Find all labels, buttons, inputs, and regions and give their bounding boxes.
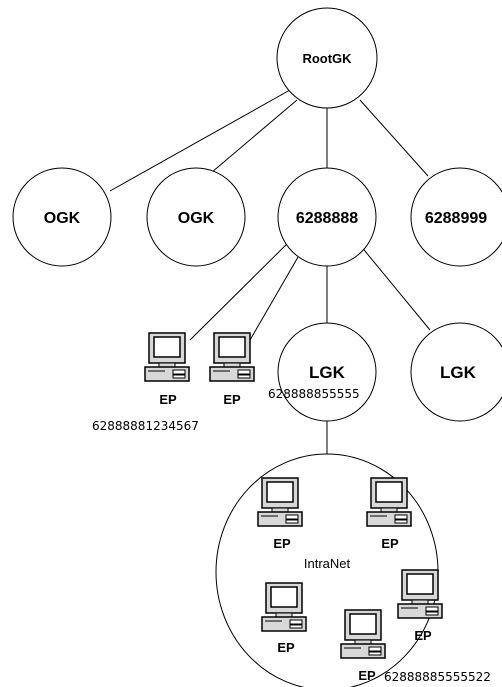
endpoint-ep5: EP [261,582,307,655]
desktop-computer-icon [366,477,412,527]
ep6-label: EP [414,628,432,643]
intranet-label: IntraNet [304,556,351,571]
node-root-label: RootGK [302,51,352,66]
endpoint-ep7: EP [340,609,386,683]
edge-root-zone2 [359,99,429,177]
endpoint-ep1: EP [144,332,190,407]
node-zone2-circle [410,167,502,267]
node-ogk1-circle [12,167,112,267]
endpoint-ep6: EP [397,569,443,643]
endpoint-ep2: EP [209,332,255,407]
desktop-computer-icon [261,582,307,632]
edge-root-ogk2 [204,99,298,179]
ep3-label: EP [273,536,291,551]
desktop-computer-icon [144,332,190,382]
lgk1-address: 628888855555 [268,387,360,401]
ep4-label: EP [381,536,399,551]
node-ogk1-label: OGK [44,210,81,227]
ep1-label: EP [159,392,177,407]
desktop-computer-icon [397,569,443,619]
node-zone1-label: 6288888 [296,210,358,227]
node-lgk1-label: LGK [309,363,346,382]
ep1-address: 62888881234567 [92,419,199,433]
desktop-computer-icon [257,477,303,527]
node-ogk2-circle [146,167,246,267]
node-lgk1-circle [277,322,377,422]
ep2-label: EP [223,392,241,407]
endpoint-ep3: EP [257,477,303,551]
node-root-circle [276,7,378,109]
edge-root-ogk1 [109,89,291,192]
desktop-computer-icon [209,332,255,382]
edge-zone1-ep1 [189,234,297,341]
node-lgk2-label: LGK [440,363,477,382]
desktop-computer-icon [340,609,386,659]
gatekeeper-circles [12,7,502,687]
node-lgk2-circle [410,322,502,422]
ep7-label: EP [358,668,376,683]
connection-lines [109,89,431,649]
node-ogk2-label: OGK [178,210,215,227]
ep5-label: EP [277,640,295,655]
ep7-address: 62888885555522 [384,670,491,684]
endpoint-ep4: EP [366,477,412,551]
node-zone2-label: 6288999 [425,210,487,227]
node-zone1-circle [277,167,377,267]
edge-zone1-ep2 [249,244,306,341]
edge-zone1-lgk2 [359,244,431,331]
